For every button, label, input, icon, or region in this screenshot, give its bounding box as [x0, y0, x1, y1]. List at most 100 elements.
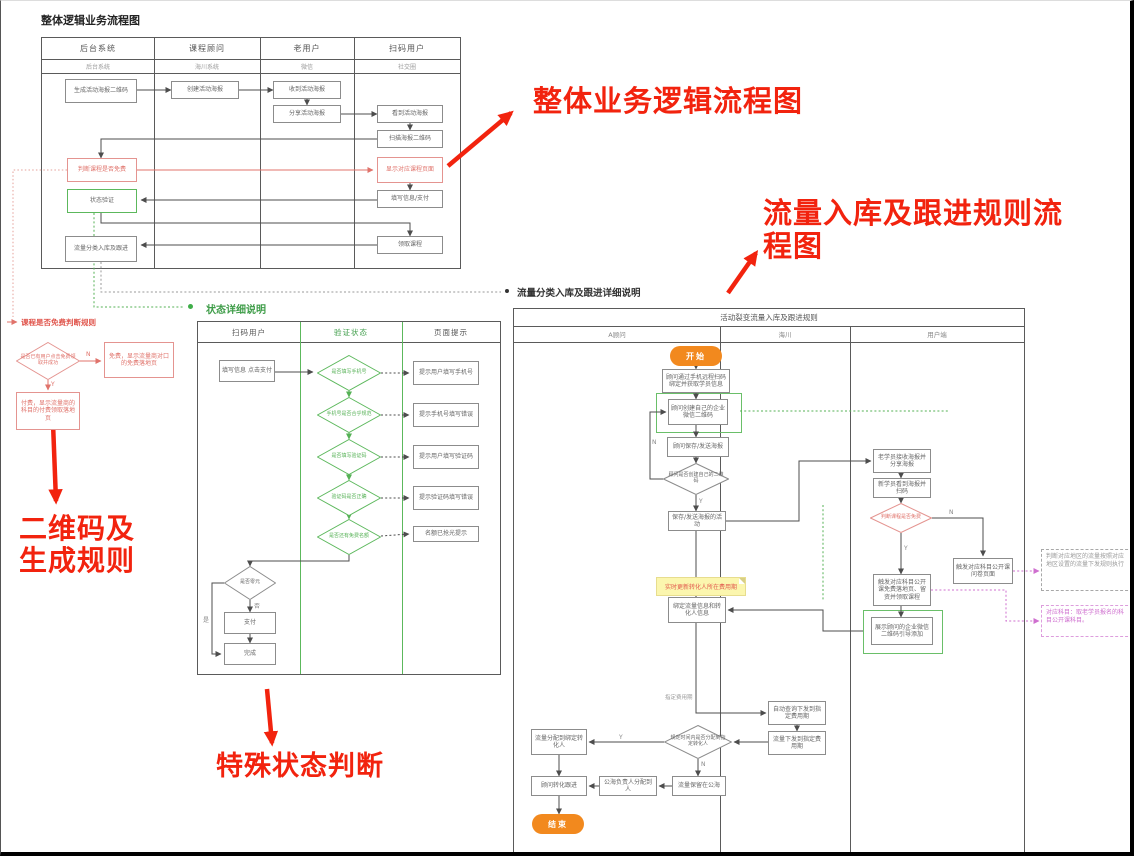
decision-dd4: 验证码是否正确 — [317, 480, 381, 516]
flow-box-g12: 领取课程 — [377, 236, 443, 254]
flow-box-g10: 填写信息/支付 — [377, 190, 443, 208]
lane-header: 扫码用户 — [389, 44, 425, 53]
flow-box-s1: 自动查询下发到指定费用期 — [768, 701, 826, 725]
edge-label: N — [652, 439, 657, 446]
lane-subheader: 海川系统 — [194, 63, 219, 71]
flow-box-u1: 老学员接收海报并分享海报 — [873, 449, 931, 473]
flow-box-g5: 看到活动海报 — [377, 105, 443, 123]
flow-box-p5: 名额已抢光提示 — [413, 526, 479, 542]
flow-box-g11: 流量分类入库及跟进 — [65, 236, 137, 262]
decision-u3: 判断课程是否免费 — [870, 503, 932, 533]
decision-m2: 是否零元 — [224, 566, 276, 600]
lane-header: 课程顾问 — [189, 44, 225, 53]
flow-box-p3: 提示用户填写验证码 — [413, 445, 479, 469]
highlight-rect-u6w — [863, 610, 943, 654]
comment-box-x1: 判断对应地区的流量按照对应地区设置的流量下发规则执行 — [1041, 549, 1130, 591]
diagram3-table: 活动裂变流量入库及跟进规则 A顾问 海川 用户端 — [513, 308, 1025, 852]
flow-box-r6: 保存/发送海报的活动 — [668, 511, 726, 531]
lane-header: 页面提示 — [434, 327, 468, 337]
flow-box-g4: 分享活动海报 — [273, 105, 341, 123]
edge-label: N — [701, 761, 706, 768]
lane-subheader: 社交圈 — [397, 63, 416, 71]
flow-box-r9: 流量分配到绑定转化人 — [531, 729, 587, 755]
flow-box-g9: 状态验证 — [67, 189, 137, 213]
edge-label: N — [86, 351, 91, 358]
lane-header: 老用户 — [293, 44, 321, 53]
flow-box-g8: 显示对应课程页面 — [377, 157, 443, 183]
flow-box-g3: 收到活动海报 — [273, 81, 341, 99]
edge-text-lbl1: 指定费用期 — [665, 695, 693, 701]
flow-box-m4: 完成 — [224, 643, 276, 665]
flow-box-g7: 判断课程是否免费 — [67, 158, 137, 182]
annotation-overall-flow: 整体业务逻辑流程图 — [533, 84, 804, 118]
flow-box-r10: 流量保留在公海 — [672, 776, 726, 796]
flow-box-r2: 顾问通过手机远程扫码绑定并获取学员信息 — [662, 369, 730, 393]
diagram3-title: 流量分类入库及跟进详细说明 — [517, 288, 641, 299]
flow-box-q2: 免费，显示流量商对口的免费落地页 — [104, 342, 174, 378]
flow-box-u2: 新学员看到海报并扫码 — [873, 478, 931, 498]
decision-r8: 规定时间内是否分配到指定转化人 — [664, 725, 732, 759]
annotation-qrcode-rule: 二维码及生成规则 — [19, 512, 136, 578]
edge-label: Y — [699, 498, 703, 505]
comment-box-x2: 对应科目：取老学员报名的科目公开课科目。 — [1041, 605, 1130, 637]
table-line — [300, 322, 301, 674]
table-line — [402, 322, 403, 674]
flow-box-p2: 提示手机号填写错误 — [413, 403, 479, 427]
edge-label: 是 — [203, 617, 210, 624]
flow-box-u4: 触发对应科目公开课问卷页面 — [953, 558, 1013, 584]
flow-box-m3: 支付 — [224, 612, 276, 634]
flow-box-g6: 扫描海报二维码 — [377, 130, 443, 148]
lane-header: 扫码用户 — [232, 327, 266, 337]
flow-box-s2: 流量下发到指定费用期 — [768, 731, 826, 755]
annotation-traffic-rule: 流量入库及跟进规则流程图 — [763, 196, 1064, 264]
flow-box-r12: 顾问转化跟进 — [531, 776, 587, 796]
terminator-r13: 结束 — [532, 814, 584, 834]
bullet-dot — [505, 289, 509, 293]
edge-label: N — [949, 509, 954, 516]
edge-label: Y — [619, 734, 623, 741]
annotation-special-state: 特殊状态判断 — [216, 751, 384, 782]
flow-box-p1: 提示用户填写手机号 — [413, 361, 479, 385]
free-rule-label: 课程是否免费判断规则 — [21, 318, 96, 327]
decision-r5: 顾问是否创建自己的二维码 — [663, 463, 729, 495]
diagram1-table: 后台系统 课程顾问 老用户 扫码用户 后台系统 海川系统 微信 社交圈 — [41, 37, 461, 269]
lane-subheader: 后台系统 — [85, 63, 110, 71]
edge-label: Y — [51, 381, 55, 388]
decision-dd2: 手机号是否合乎规范 — [317, 397, 381, 433]
bullet-dot — [188, 304, 193, 309]
lane-header: 验证状态 — [334, 327, 368, 337]
table-line — [198, 342, 500, 343]
decision-dd1: 是否填写手机号 — [317, 355, 381, 391]
sticky-note-note1: 实时更新转化人所在费用期 — [656, 577, 746, 596]
flow-box-q3: 付费，显示流量商的科目的付费领取落地页 — [16, 392, 80, 430]
table-line — [514, 326, 1024, 327]
table-line — [42, 73, 460, 74]
flow-box-g1: 生成活动海报二维码 — [65, 79, 137, 103]
diagram2-table: 扫码用户 验证状态 页面提示 — [197, 321, 501, 675]
decision-dd3: 是否填写验证码 — [317, 439, 381, 475]
lane-header: 用户端 — [927, 331, 947, 339]
lane-header: 后台系统 — [80, 44, 116, 53]
edge-label: 否 — [254, 603, 261, 610]
flow-box-r11: 公海负责人分配到人 — [599, 776, 657, 796]
flow-box-p4: 提示验证码填写错误 — [413, 486, 479, 510]
flow-box-r7: 绑定流量信息和转化人信息 — [668, 597, 726, 623]
table-line — [850, 326, 851, 852]
table-line — [42, 59, 460, 60]
lane-header: 海川 — [778, 331, 792, 339]
flow-box-r4: 顾问保存/发送海报 — [667, 437, 729, 457]
lane-header: A顾问 — [608, 331, 626, 339]
terminator-r1: 开始 — [670, 346, 722, 366]
flow-box-g2: 创建活动海报 — [171, 81, 239, 99]
flow-box-m1: 填写信息 点击支付 — [219, 360, 275, 382]
diagram2-title: 状态详细说明 — [206, 305, 266, 316]
flow-box-r3: 顾问创建自己的企业微信二维码 — [668, 399, 728, 425]
decision-q1: 是否已有用户点击免费领取并成功 — [16, 342, 80, 380]
flow-box-u5: 触发对应科目公开课免费落地页、留资并领取课程 — [873, 574, 931, 606]
edge-label: Y — [904, 545, 908, 552]
diagram1-title: 整体逻辑业务流程图 — [41, 14, 140, 27]
table-line — [514, 342, 1024, 343]
pool-title: 活动裂变流量入库及跟进规则 — [720, 313, 818, 322]
lane-subheader: 微信 — [300, 63, 313, 71]
